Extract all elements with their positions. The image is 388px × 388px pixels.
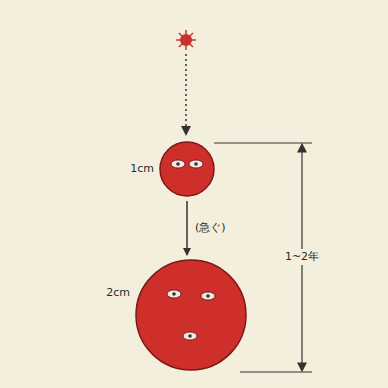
edge-label: (急ぐ) [195,221,226,234]
circle-shape [158,140,216,198]
growth-arrow [186,201,188,255]
tumor-circle: 2cm [134,258,248,372]
dotted-arrow [181,54,191,136]
duration-label: 1~2年 [283,249,321,264]
tumor-circle: 1cm [158,140,216,198]
circle-shape [134,258,248,372]
size-label: 1cm [130,162,154,175]
seed-cell [176,30,196,50]
size-label: 2cm [106,286,130,299]
